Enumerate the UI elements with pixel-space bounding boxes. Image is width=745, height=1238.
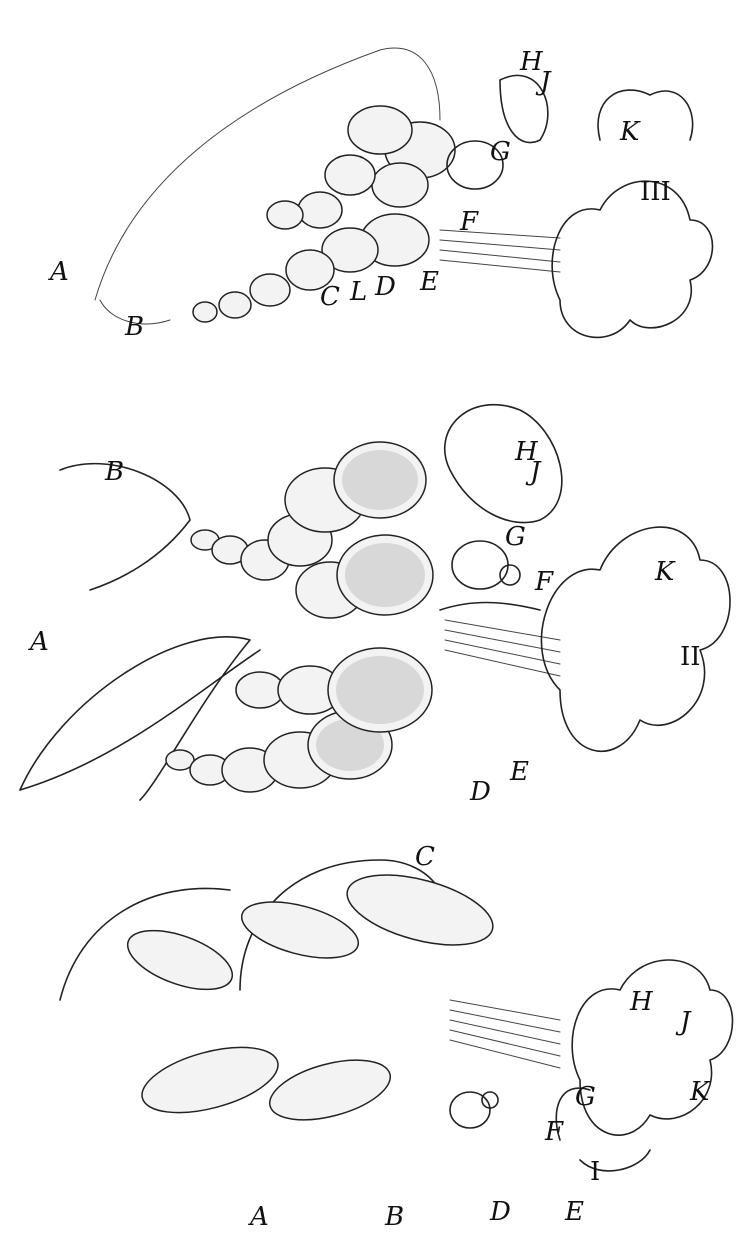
- fig1-label-E: E: [564, 1197, 584, 1227]
- fig3-label-B: B: [124, 312, 144, 342]
- fig3-label-A: A: [48, 257, 69, 287]
- fig1-label-K: K: [689, 1077, 711, 1107]
- fig3-label-F: F: [459, 207, 479, 237]
- fig3-cell-row-lower: [193, 214, 429, 322]
- fig3-numeral: III: [640, 177, 671, 207]
- fig3-label-E: E: [419, 267, 439, 297]
- fig1-label-G: G: [575, 1082, 596, 1112]
- fig1-label-D: D: [489, 1197, 511, 1227]
- figure-ii: A B C D E F G H J K II: [20, 405, 730, 872]
- fig1-numeral: I: [590, 1157, 600, 1187]
- fig3-label-D: D: [374, 272, 396, 302]
- fig1-label-J: J: [675, 1007, 692, 1037]
- fig2-label-G: G: [505, 522, 526, 552]
- fig3-cell-row-upper: [267, 106, 455, 229]
- fig3-label-G: G: [490, 137, 511, 167]
- fig2-numeral: II: [680, 642, 701, 672]
- fig2-cell-chain-upper: [191, 442, 433, 618]
- fig3-label-C: C: [320, 282, 340, 312]
- fig1-label-F: F: [544, 1117, 564, 1147]
- fig1-label-B: B: [384, 1202, 404, 1232]
- fig2-label-C: C: [415, 842, 435, 872]
- fig1-label-H: H: [629, 987, 654, 1017]
- figure-i: A B D E F G H J K I: [60, 860, 733, 1232]
- fig1-elongated-sacs: [120, 862, 500, 1132]
- fig2-label-D: D: [469, 777, 491, 807]
- fig2-label-E: E: [509, 757, 529, 787]
- fig2-label-A: A: [28, 627, 49, 657]
- figure-iii: A B C L D E F G H J K III: [48, 47, 713, 342]
- fig2-label-F: F: [534, 567, 554, 597]
- fig2-cell-chain-lower: [166, 648, 432, 792]
- fig3-label-K: K: [619, 117, 641, 147]
- fig2-label-B: B: [104, 457, 124, 487]
- fig3-label-L: L: [349, 277, 367, 307]
- fig1-label-A: A: [248, 1202, 269, 1232]
- fig2-label-K: K: [654, 557, 676, 587]
